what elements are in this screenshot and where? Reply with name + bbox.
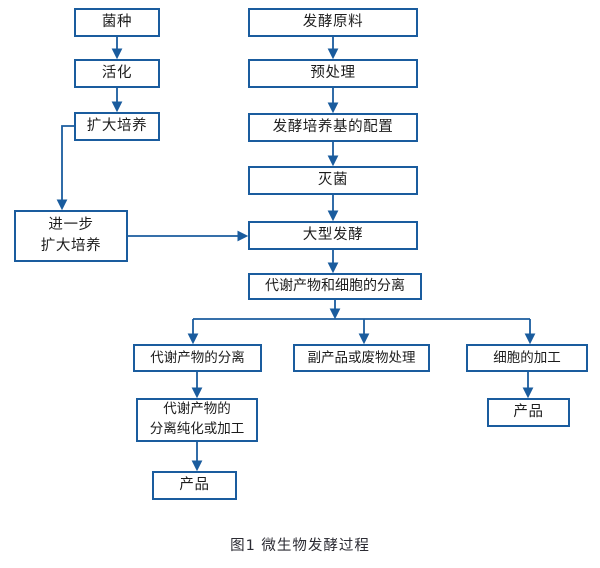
node-byproduct-waste-treatment[interactable]: 副产品或废物处理	[293, 344, 430, 372]
node-scale-up-culture[interactable]: 扩大培养	[74, 112, 160, 141]
node-product-left[interactable]: 产品	[152, 471, 237, 500]
node-large-scale-fermentation[interactable]: 大型发酵	[248, 221, 418, 250]
node-metabolite-separation[interactable]: 代谢产物的分离	[133, 344, 262, 372]
node-product-right[interactable]: 产品	[487, 398, 570, 427]
figure-caption: 图1 微生物发酵过程	[230, 538, 370, 554]
node-fermentation-raw-material[interactable]: 发酵原料	[248, 8, 418, 37]
node-strain[interactable]: 菌种	[74, 8, 160, 37]
node-sterilization[interactable]: 灭菌	[248, 166, 418, 195]
node-cell-processing[interactable]: 细胞的加工	[466, 344, 588, 372]
node-activation[interactable]: 活化	[74, 59, 160, 88]
node-further-scale-up-culture[interactable]: 进一步 扩大培养	[14, 210, 128, 262]
node-metabolite-cell-separation[interactable]: 代谢产物和细胞的分离	[248, 273, 422, 300]
node-pretreatment[interactable]: 预处理	[248, 59, 418, 88]
node-medium-preparation[interactable]: 发酵培养基的配置	[248, 113, 418, 142]
node-metabolite-purification[interactable]: 代谢产物的 分离纯化或加工	[136, 398, 258, 442]
edge-scaleup-further	[56, 125, 74, 211]
